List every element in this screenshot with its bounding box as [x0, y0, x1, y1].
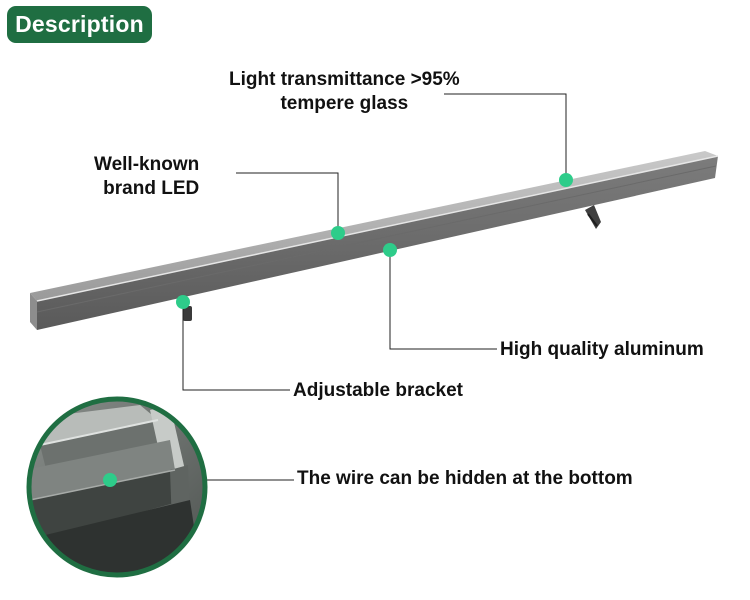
light-bar [30, 151, 719, 330]
callout-bracket: Adjustable bracket [293, 380, 463, 401]
bracket-left [183, 306, 192, 321]
callout-glass: Light transmittance >95% tempere glass [229, 68, 460, 116]
marker-aluminum [383, 243, 397, 257]
callout-glass-line2: tempere glass [280, 93, 409, 114]
callout-wire: The wire can be hidden at the bottom [297, 468, 633, 489]
leader-bracket [182, 302, 290, 391]
marker-bracket [176, 295, 190, 309]
callout-led-line2: brand LED [103, 178, 200, 199]
callout-glass-line1: Light transmittance >95% [229, 69, 460, 90]
callout-led: Well-known brand LED [94, 153, 199, 201]
marker-glass [559, 173, 573, 187]
leader-aluminum [389, 250, 497, 350]
description-title: Description [15, 11, 144, 37]
marker-wire [103, 473, 117, 487]
callout-led-line1: Well-known [94, 154, 200, 175]
detail-zoom-circle [26, 396, 208, 578]
leader-glass [444, 93, 567, 180]
bracket-right [585, 205, 601, 229]
leader-led [236, 172, 339, 233]
callout-aluminum: High quality aluminum [500, 339, 704, 360]
markers [176, 173, 573, 309]
marker-led [331, 226, 345, 240]
description-badge: Description [7, 6, 152, 43]
